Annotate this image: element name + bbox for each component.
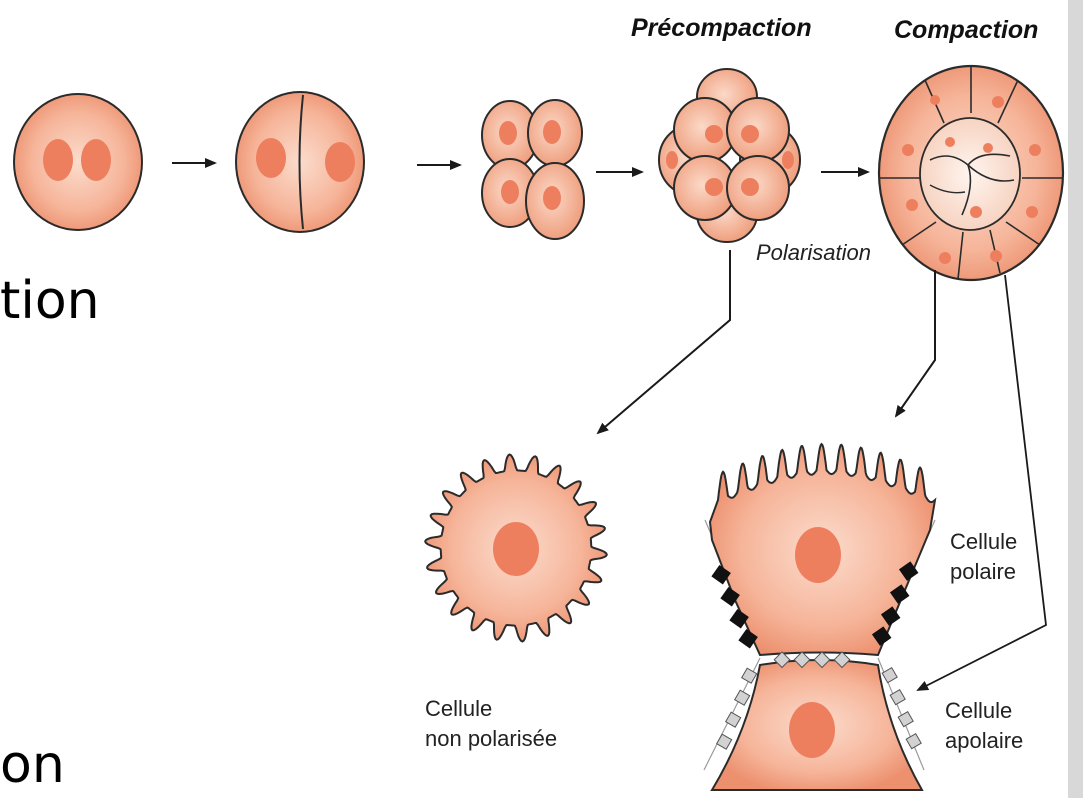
nucleus [789, 702, 835, 758]
polarisation-label: Polarisation [756, 240, 871, 265]
compacted-morula [879, 66, 1063, 280]
zygote-cell [14, 94, 142, 230]
nucleus [256, 138, 286, 178]
non-polarized-cell [425, 455, 607, 642]
eight-cell-precompaction-embryo [659, 69, 800, 242]
non-polarized-label-line1: Cellule [425, 696, 492, 721]
pronucleus-right [81, 139, 111, 181]
arrow-to-polar-cell [896, 270, 935, 416]
arrow-to-non-polarized-cell [598, 250, 730, 433]
nucleus [795, 527, 841, 583]
two-cell-embryo [236, 92, 364, 232]
nucleus [325, 142, 355, 182]
page-edge-strip [1068, 0, 1083, 798]
slide-text-fragment-bottom: on [0, 735, 65, 795]
apolar-cell-label-line1: Cellule [945, 698, 1012, 723]
four-cell-embryo [482, 100, 584, 239]
heading-compaction: Compaction [894, 16, 1038, 44]
polar-cell-label-line1: Cellule [950, 529, 1017, 554]
nucleus [493, 522, 539, 576]
heading-precompaction: Précompaction [631, 14, 812, 42]
arrow-to-apolar-cell [918, 275, 1046, 690]
polar-apolar-cell-pair [704, 444, 935, 790]
non-polarized-label-line2: non polarisée [425, 726, 557, 751]
slide-text-fragment-top: tion [0, 271, 100, 331]
pronucleus-left [43, 139, 73, 181]
polar-cell-label-line2: polaire [950, 559, 1016, 584]
apolar-cell-label-line2: apolaire [945, 728, 1023, 753]
